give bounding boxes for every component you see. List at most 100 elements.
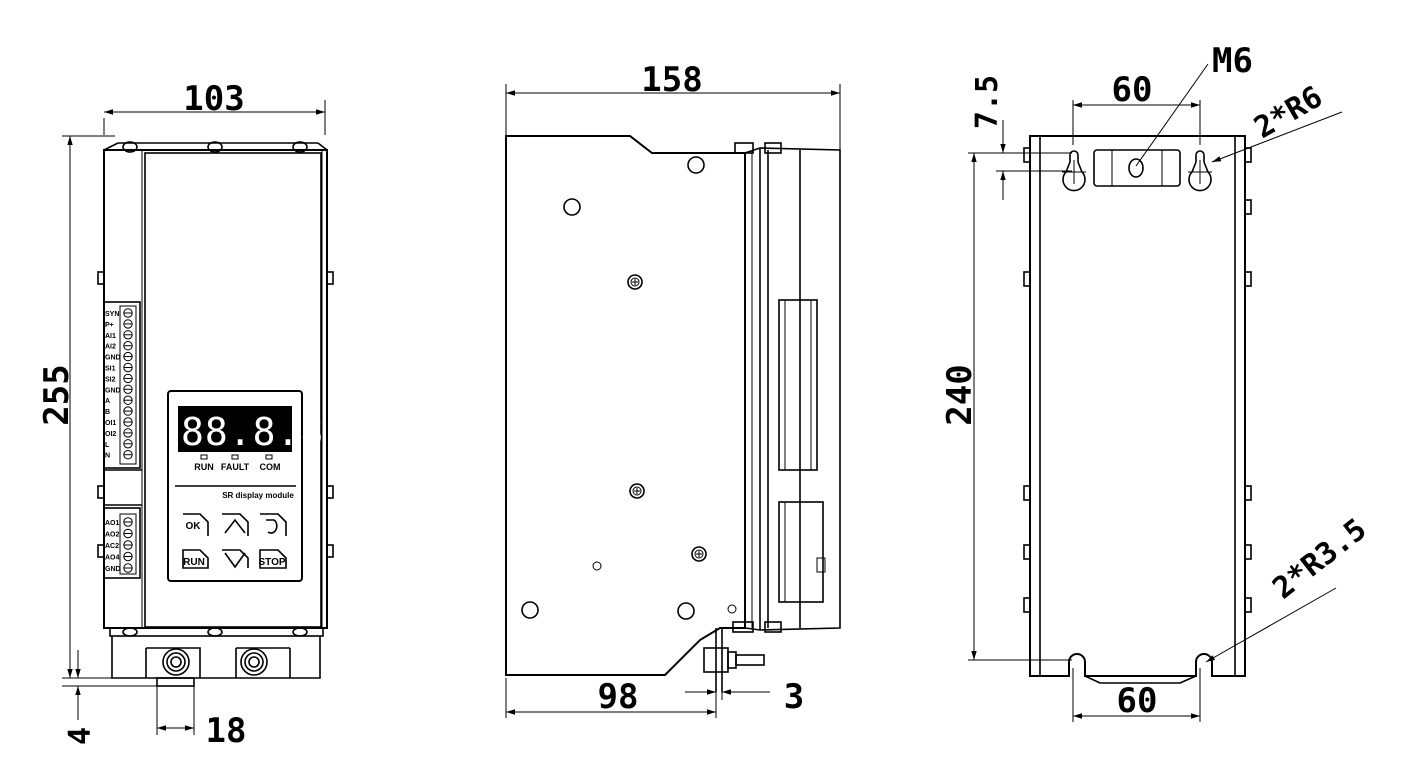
back-key[interactable] [260,513,287,536]
display-module: 88.8.8.8. RUN FAULT COM SR display modul… [167,390,396,582]
front-cover [144,152,322,628]
terminal-label: P+ [105,322,114,329]
front-width-label: 103 [183,79,244,119]
terminal-row: GND [105,351,133,362]
side-ground-bolt [703,621,782,692]
terminal-row: N [105,450,133,460]
terminal-row: GND [105,384,133,394]
terminal-row: OI2 [105,428,133,438]
terminal-row: GND [105,563,133,573]
terminal-row: AC2 [105,540,133,550]
terminal-screw-icon [123,319,133,329]
ground-bolt-right [240,648,268,676]
terminal-row: AO1 [105,517,133,527]
terminal-label: AO4 [105,555,120,562]
side-screw-1 [627,274,643,290]
led-com-label: COM [260,462,281,472]
terminal-row: SYN [105,308,133,318]
terminal-screw-icon [123,384,133,394]
terminal-screw-icon [123,528,133,539]
module-label: SR display module [222,491,294,500]
side-screw-3 [691,546,707,562]
side-depth-label: 158 [641,60,702,100]
keyhole-top-right [1188,150,1212,192]
back-top-offset-label: 7.5 [970,75,1005,129]
terminal-row: P+ [105,319,133,329]
side-mount-dimension: 98 [505,640,717,718]
terminal-screw-icon [123,439,133,449]
back-top-offset-dimension: 7.5 [970,75,1072,200]
terminal-row: OI1 [105,417,133,427]
terminal-row: AI1 [105,330,133,340]
keyhole-top-left [1062,150,1086,192]
back-screw-label: M6 [1212,41,1253,81]
terminal-screw-icon [123,406,133,416]
front-offset-label: 4 [63,727,98,745]
display-digits: 88.8.8.8. [181,410,396,454]
terminal-screw-icon [123,563,133,573]
front-height-dimension: 255 [37,135,160,679]
ground-bolt-left [162,648,190,676]
terminal-screw-icon [123,330,133,340]
terminal-label: GND [105,387,121,394]
front-body [103,149,328,629]
back-plate [1029,135,1246,677]
led-run-label: RUN [194,462,214,472]
stop-key[interactable]: STOP [258,549,287,569]
terminal-row: SI2 [105,373,133,383]
led-fault-label: FAULT [221,462,250,472]
side-screw-2 [629,483,645,499]
terminal-label: OI2 [105,431,116,438]
side-view: 158 98 3 [505,60,841,718]
terminal-row: L [105,439,133,449]
back-view: 60 7.5 M6 2*R6 240 [940,41,1373,722]
led-run [200,454,208,460]
terminal-label: OI1 [105,420,116,427]
side-plate [505,135,746,676]
terminal-label: AO2 [105,532,120,539]
center-bracket [1093,149,1181,187]
front-foot-label: 18 [206,711,247,751]
ok-key[interactable]: OK [183,513,209,536]
top-screws [122,141,308,153]
front-view: 103 255 4 18 [37,79,396,751]
front-base [109,627,324,687]
up-key[interactable] [222,513,249,536]
terminal-screw-icon [123,341,133,351]
side-tabs [97,271,334,558]
back-top-radius-callout: 2*R6 [1211,79,1343,163]
ok-key-label: OK [186,521,202,532]
down-arrow-icon [224,552,246,569]
side-mount-label: 98 [598,677,639,717]
terminal-screw-icon [123,362,133,373]
down-key[interactable] [222,549,249,569]
terminal-label: SI2 [105,376,116,383]
back-bottom-radius-label: 2*R3.5 [1266,512,1373,606]
run-key-label: RUN [183,557,205,568]
terminal-label: AC2 [105,543,119,550]
back-hole-height-label: 240 [940,364,980,425]
back-bottom-radius-callout: 2*R3.5 [1205,512,1373,663]
run-key[interactable]: RUN [182,549,209,569]
terminal-label: N [105,453,110,460]
terminal-row: A [105,395,133,405]
side-terminal-upper [778,299,818,471]
back-screw-callout: M6 [1135,41,1253,167]
terminal-screw-icon [123,351,133,362]
terminal-label: SI1 [105,366,116,373]
terminal-label: L [105,442,110,449]
side-depth-dimension: 158 [505,60,841,150]
led-fault [231,454,239,460]
terminal-screw-icon [123,417,133,427]
side-thickness-dimension: 3 [685,640,804,717]
led-com [265,454,273,460]
terminal-row: AO2 [105,528,133,539]
terminal-label: AI2 [105,344,116,351]
terminal-row: AO4 [105,551,133,562]
terminal-label: AI1 [105,333,116,340]
terminal-screw-icon [123,540,133,550]
seven-segment-display [178,406,292,452]
back-top-spacing-dimension: 60 [1072,70,1201,145]
